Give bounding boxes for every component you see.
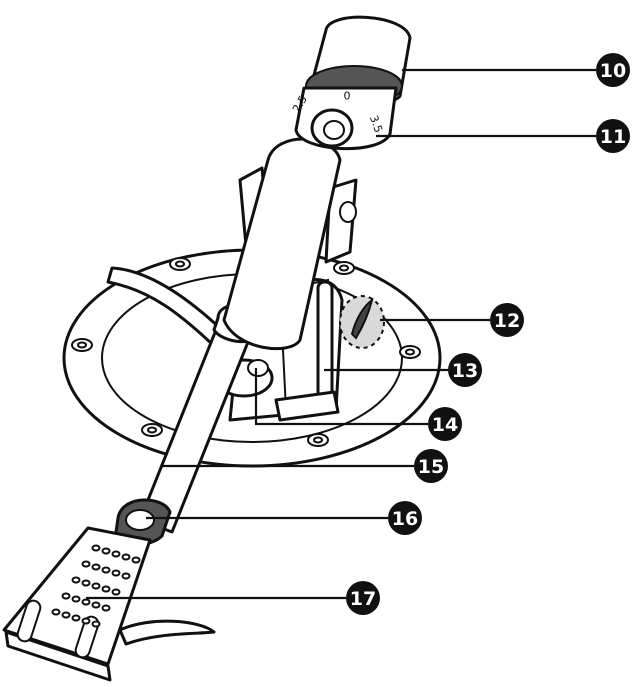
callout-number: 17 — [350, 588, 376, 610]
headshell-hole — [91, 563, 101, 571]
counterweight — [294, 15, 412, 151]
arm-rest-post — [274, 280, 340, 422]
headshell — [2, 526, 216, 682]
headshell-hole — [91, 620, 101, 628]
headshell-hole — [101, 585, 111, 593]
headshell-hole — [81, 560, 91, 568]
headshell-hole — [71, 576, 81, 584]
callout-arm-rest: 13 — [448, 353, 482, 387]
headshell-hole — [121, 572, 131, 580]
callout-anti-skate-dial: 12 — [490, 303, 524, 337]
headshell-hole — [101, 604, 111, 612]
headshell-hole — [81, 617, 91, 625]
headshell-hole — [91, 544, 101, 552]
headshell-hole — [71, 595, 81, 603]
callout-tone-arm: 15 — [414, 449, 448, 483]
callout-number: 13 — [452, 360, 478, 382]
scale-label: 0 — [344, 90, 351, 103]
headshell-hole — [121, 553, 131, 561]
headshell-hole — [81, 598, 91, 606]
callout-number: 12 — [494, 310, 520, 332]
headshell-hole — [61, 611, 71, 619]
headshell-hole — [61, 592, 71, 600]
headshell-hole — [101, 566, 111, 574]
headshell-hole — [111, 550, 121, 558]
callout-counterweight: 10 — [596, 53, 630, 87]
callout-headshell: 17 — [346, 581, 380, 615]
callout-locking-nut: 16 — [388, 501, 422, 535]
scale-label: 3.5 — [367, 114, 385, 135]
anti-skate-dial — [339, 295, 385, 349]
callout-weight-scale-ring: 11 — [596, 119, 630, 153]
headshell-hole — [131, 556, 141, 564]
callout-number: 14 — [432, 414, 458, 436]
leader-lines — [86, 68, 596, 600]
headshell-hole — [71, 614, 81, 622]
callout-number: 16 — [392, 508, 418, 530]
tone-arm-tube — [138, 137, 342, 534]
headshell-hole — [91, 601, 101, 609]
callout-number: 10 — [600, 60, 626, 82]
headshell-hole — [111, 588, 121, 596]
callout-number: 15 — [418, 456, 444, 478]
headshell-hole — [81, 579, 91, 587]
callout-number: 11 — [600, 126, 626, 148]
headshell-hole — [91, 582, 101, 590]
headshell-hole — [101, 547, 111, 555]
headshell-hole — [111, 569, 121, 577]
headshell-hole — [51, 608, 61, 616]
callout-arm-clamp: 14 — [428, 407, 462, 441]
